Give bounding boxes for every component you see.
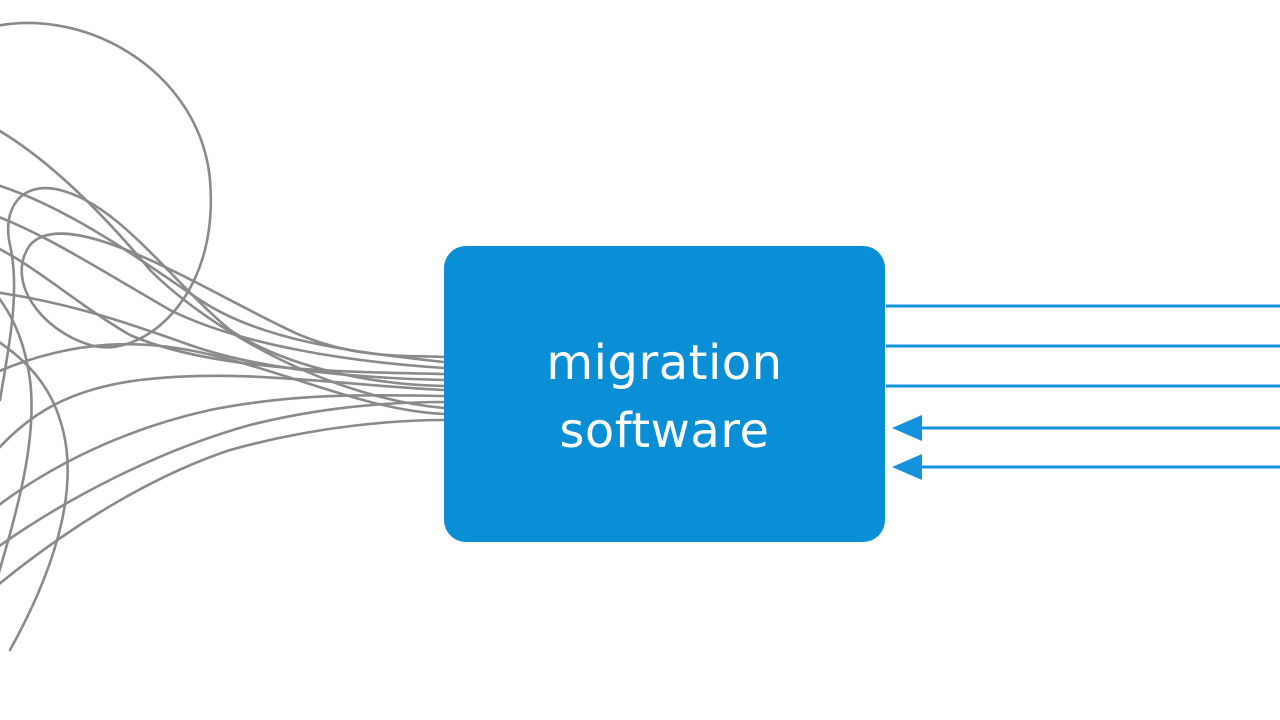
connector-lines-group [886,304,1280,480]
tangled-cable-3 [0,216,446,370]
tangled-cable-12 [0,129,446,410]
arrowhead-icon [892,415,922,441]
tangled-cable-11 [0,297,33,574]
tangled-cable-1 [0,21,446,359]
tangled-cable-10 [0,341,69,652]
tangled-cable-2 [0,184,446,364]
box-label-line2: software [559,403,770,459]
tangled-cable-13 [0,343,446,416]
tangled-cable-14 [0,418,446,586]
tangled-cable-5 [0,291,446,382]
tangled-cable-7 [0,374,446,449]
migration-software-box: migration software [444,246,885,542]
arrowhead-icon [892,454,922,480]
tangled-cables-group [0,21,446,652]
tangled-cable-6 [0,186,446,402]
tangled-cable-4 [0,247,446,376]
tangled-cable-9 [0,400,446,548]
box-label-line1: migration [546,335,783,391]
